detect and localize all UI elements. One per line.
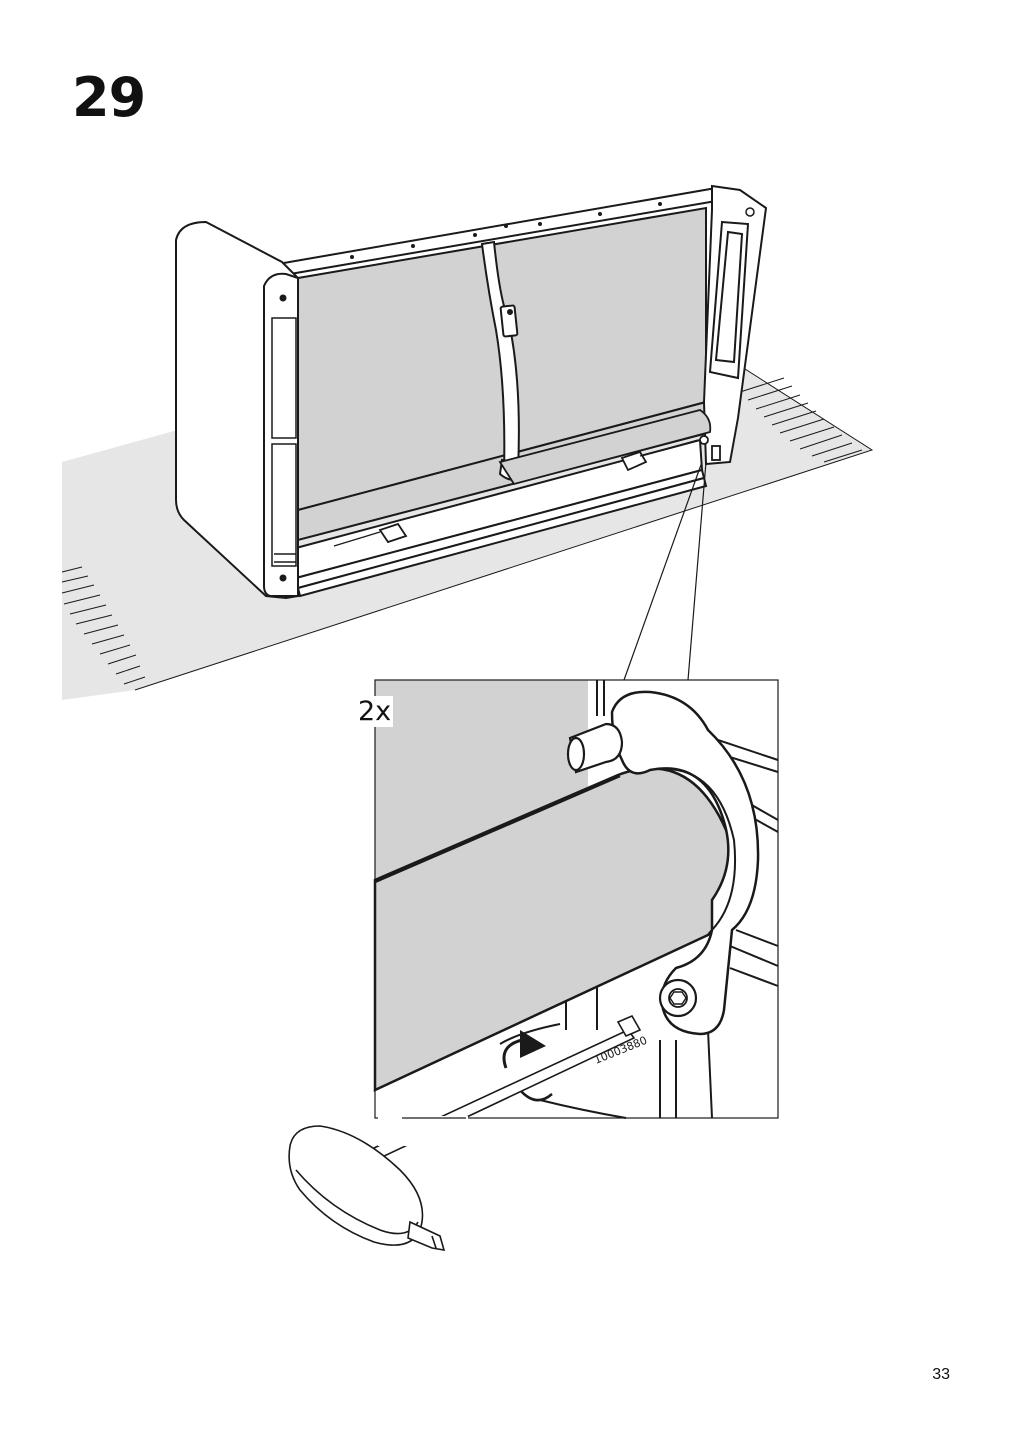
roller-bar: [333, 409, 721, 547]
rail-screws: [350, 202, 755, 259]
page-number: 33: [932, 1366, 950, 1383]
step-number: 29: [72, 66, 146, 129]
quantity-label: 2x: [356, 696, 394, 727]
callout-leaders: [623, 461, 707, 681]
rotation-arrow-icon: [502, 1030, 553, 1102]
sofa-frame: [175, 184, 768, 600]
detail-view: [373, 679, 779, 1119]
